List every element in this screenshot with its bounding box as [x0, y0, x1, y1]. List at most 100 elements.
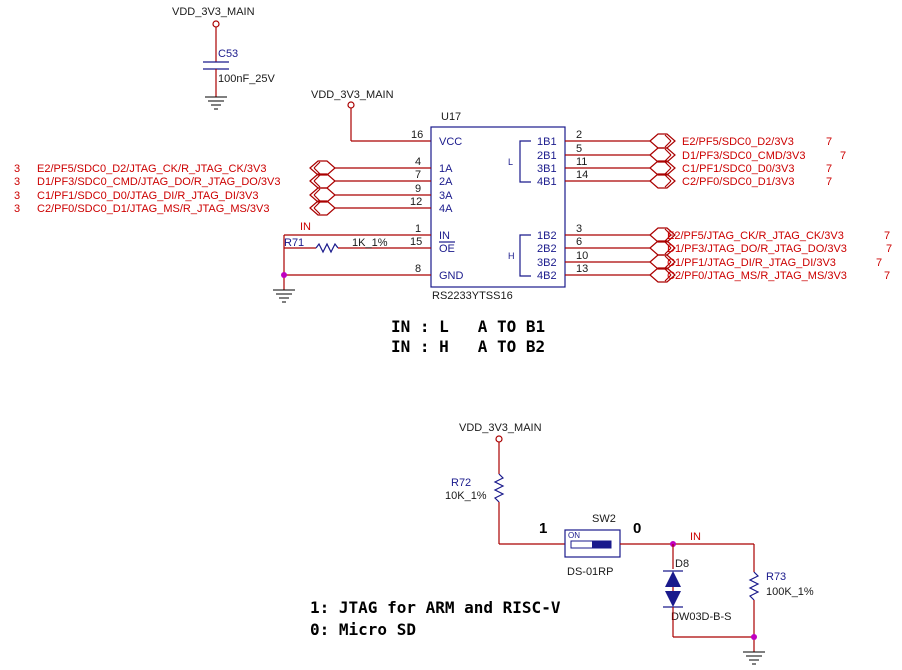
l-bracket — [519, 140, 531, 183]
net-sheet-ref: 7 — [840, 150, 846, 162]
c53-decoupling: VDD_3V3_MAIN C53 100nF_25V — [172, 6, 276, 110]
ground-symbol — [205, 96, 227, 110]
h-label: H — [508, 251, 515, 261]
c53-ref: C53 — [218, 48, 238, 60]
pin-num-10: 10 — [576, 250, 588, 262]
net-label-text: E2/PF5/SDC0_D2/3V3 — [682, 136, 794, 148]
pin-num-16: 16 — [411, 129, 423, 141]
net-label: 3 D1/PF3/SDC0_CMD/JTAG_DO/R_JTAG_DO/3V3 — [14, 173, 336, 189]
net-sheet-ref: 7 — [876, 257, 882, 269]
pin-3b1: 3B1 — [537, 163, 557, 175]
pin-num-15: 15 — [410, 236, 422, 248]
pin-3a: 3A — [439, 190, 453, 202]
port-arrow — [649, 267, 676, 283]
power-label-top: VDD_3V3_MAIN — [172, 6, 255, 18]
d8-ref: D8 — [675, 558, 689, 570]
port-arrow — [649, 173, 676, 189]
r71-resistor — [315, 242, 339, 254]
net-sheet-ref: 7 — [826, 176, 832, 188]
right-net-labels-b2: E2/PF5/JTAG_CK/R_JTAG_CK/3V3 7 D1/PF3/JT… — [649, 227, 892, 283]
pin-num-11: 11 — [576, 156, 587, 168]
port-arrow — [309, 173, 336, 189]
r72-ref: R72 — [451, 477, 471, 489]
switch-pos-0: 0 — [633, 520, 641, 537]
r73-resistor — [748, 571, 760, 601]
pin-vcc: VCC — [439, 136, 462, 148]
sw2-actuator — [592, 541, 611, 548]
pin-num-6: 6 — [576, 236, 582, 248]
net-label: C2/PF0/JTAG_MS/R_JTAG_MS/3V3 7 — [649, 267, 890, 283]
ic-u17: VDD_3V3_MAIN U17 RS2233YTSS16 VCC 1A 2A … — [273, 89, 650, 303]
switch-circuit: VDD_3V3_MAIN R72 10K_1% 1 0 SW2 ON DS-01… — [445, 422, 814, 665]
port-arrow — [309, 160, 336, 176]
net-label-text: C1/PF1/SDC0_D0/3V3 — [682, 163, 795, 175]
sw2-ref: SW2 — [592, 513, 616, 525]
pin-num-5: 5 — [576, 143, 582, 155]
pin-4b2: 4B2 — [537, 270, 557, 282]
pin-in: IN — [439, 230, 450, 242]
pin-2b2: 2B2 — [537, 243, 557, 255]
pin-1b2: 1B2 — [537, 230, 557, 242]
net-sheet-ref: 3 — [14, 163, 20, 175]
net-label: C1/PF1/JTAG_DI/R_JTAG_DI/3V3 7 — [649, 254, 882, 270]
net-label: C1/PF1/SDC0_D0/3V3 7 — [649, 160, 832, 176]
net-label: 3 C1/PF1/SDC0_D0/JTAG_DI/R_JTAG_DI/3V3 — [14, 187, 336, 203]
pin-2a: 2A — [439, 176, 453, 188]
r71-value: 1K_1% — [352, 237, 388, 249]
port-arrow — [649, 254, 676, 270]
net-sheet-ref: 7 — [884, 270, 890, 282]
r71-ref: R71 — [284, 237, 304, 249]
r72-value: 10K_1% — [445, 490, 487, 502]
net-label-text: D1/PF3/SDC0_CMD/3V3 — [682, 150, 806, 162]
net-label: 3 C2/PF0/SDC0_D1/JTAG_MS/R_JTAG_MS/3V3 — [14, 200, 336, 216]
junction-dot — [751, 634, 757, 640]
net-label-text: E2/PF5/JTAG_CK/R_JTAG_CK/3V3 — [667, 230, 844, 242]
pin-2b1: 2B1 — [537, 150, 557, 162]
power-port-top — [212, 20, 220, 28]
pin-num-2: 2 — [576, 129, 582, 141]
net-label-text: C2/PF0/SDC0_D1/JTAG_MS/R_JTAG_MS/3V3 — [37, 203, 270, 215]
port-arrow — [649, 227, 676, 243]
c53-value: 100nF_25V — [218, 73, 276, 85]
port-arrow — [649, 133, 676, 149]
h-bracket — [519, 234, 531, 277]
net-label-text: D1/PF3/JTAG_DO/R_JTAG_DO/3V3 — [667, 243, 847, 255]
port-arrow — [309, 187, 336, 203]
net-label-text: E2/PF5/SDC0_D2/JTAG_CK/R_JTAG_CK/3V3 — [37, 163, 266, 175]
net-label-text: C1/PF1/JTAG_DI/R_JTAG_DI/3V3 — [667, 257, 836, 269]
pin-num-8: 8 — [415, 263, 421, 275]
u17-part: RS2233YTSS16 — [432, 290, 513, 302]
power-port-ic — [347, 101, 355, 109]
r73-value: 100K_1% — [766, 586, 814, 598]
d8-part: DW03D-B-S — [671, 611, 732, 623]
l-label: L — [508, 157, 513, 167]
power-label-switch: VDD_3V3_MAIN — [459, 422, 542, 434]
net-label-text: D1/PF3/SDC0_CMD/JTAG_DO/R_JTAG_DO/3V3 — [37, 176, 281, 188]
net-label: D1/PF3/JTAG_DO/R_JTAG_DO/3V3 7 — [649, 240, 892, 256]
u17-body — [430, 126, 566, 288]
port-arrow — [309, 200, 336, 216]
net-label: E2/PF5/SDC0_D2/3V3 7 — [649, 133, 832, 149]
net-label: 3 E2/PF5/SDC0_D2/JTAG_CK/R_JTAG_CK/3V3 — [14, 160, 336, 176]
net-label: D1/PF3/SDC0_CMD/3V3 7 — [649, 147, 846, 163]
in-net-label: IN — [300, 221, 311, 233]
net-label: C2/PF0/SDC0_D1/3V3 7 — [649, 173, 832, 189]
right-net-labels-b1: E2/PF5/SDC0_D2/3V3 7 D1/PF3/SDC0_CMD/3V3… — [649, 133, 846, 189]
d8-diode-upper — [665, 571, 681, 587]
net-label: E2/PF5/JTAG_CK/R_JTAG_CK/3V3 7 — [649, 227, 890, 243]
pin-3b2: 3B2 — [537, 257, 557, 269]
pin-4b1: 4B1 — [537, 176, 557, 188]
ground-symbol — [273, 289, 295, 303]
r72-resistor — [493, 473, 505, 503]
switch-in-label: IN — [690, 531, 701, 543]
r73-ref: R73 — [766, 571, 786, 583]
truth-line-2: IN : H A TO B2 — [391, 337, 545, 356]
mode-note-1: 1: JTAG for ARM and RISC-V — [310, 598, 561, 617]
left-net-labels: 3 E2/PF5/SDC0_D2/JTAG_CK/R_JTAG_CK/3V3 3… — [14, 160, 336, 216]
power-label-ic: VDD_3V3_MAIN — [311, 89, 394, 101]
pin-num-7: 7 — [415, 169, 421, 181]
port-arrow — [649, 160, 676, 176]
ground-symbol — [743, 651, 765, 665]
pin-oe: OE — [439, 243, 455, 255]
